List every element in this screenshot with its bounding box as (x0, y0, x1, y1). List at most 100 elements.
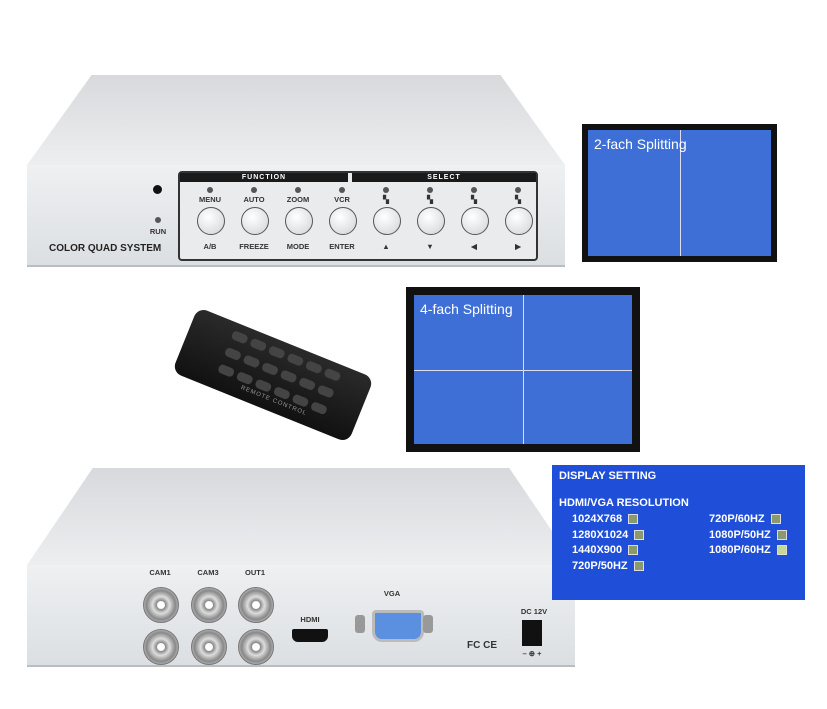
resolution-option[interactable]: 720P/50HZ (572, 559, 644, 575)
front-button[interactable] (285, 207, 313, 235)
bnc-connector (191, 587, 227, 623)
monitor-title: 2-fach Splitting (594, 136, 687, 152)
option-label: 1080P/60HZ (709, 544, 771, 556)
button-bottom-label: ENTER (329, 242, 355, 251)
vga-label: VGA (383, 589, 401, 598)
button-top-label: ▚ (427, 195, 433, 204)
screen: 4-fach Splitting (414, 295, 632, 444)
monitor-title: 4-fach Splitting (420, 301, 513, 317)
button-led (471, 187, 477, 193)
right-options: 720P/60HZ 1080P/50HZ 1080P/60HZ (709, 512, 787, 559)
hdmi-label: HDMI (300, 615, 320, 624)
front-button[interactable] (241, 207, 269, 235)
checkbox-icon[interactable] (770, 514, 781, 525)
resolution-option[interactable]: 1280X1024 (572, 528, 645, 544)
button-bottom-label: FREEZE (239, 242, 269, 251)
button-top-label: ▚ (471, 195, 477, 204)
front-button[interactable] (329, 207, 357, 235)
option-label: 1280X1024 (572, 528, 629, 541)
bnc-connector (143, 587, 179, 623)
checkbox-icon[interactable] (633, 560, 644, 571)
resolution-option[interactable]: 1080P/50HZ (709, 528, 787, 544)
button-bottom-label: ▶ (515, 242, 521, 251)
out1-label: OUT1 (244, 568, 265, 577)
bnc-connector (238, 587, 274, 623)
front-button[interactable] (197, 207, 225, 235)
function-header: FUNCTION (180, 173, 348, 182)
button-bottom-label: MODE (286, 242, 310, 251)
checkbox-icon[interactable] (776, 529, 787, 540)
button-top-label: MENU (198, 195, 222, 204)
resolution-option[interactable]: 1440X900 (572, 543, 644, 559)
button-top-label: VCR (334, 195, 350, 204)
left-options: 1024X768 1280X1024 1440X900 720P/50HZ (572, 512, 645, 575)
dc-label: DC 12V (520, 607, 548, 616)
button-led (515, 187, 521, 193)
bnc-connector (191, 629, 227, 665)
monitor-2-split: 2-fach Splitting (582, 124, 777, 262)
button-bottom-label: ▼ (426, 242, 434, 251)
checkbox-icon[interactable] (776, 545, 787, 556)
vga-screw (423, 615, 433, 633)
button-led (207, 187, 213, 193)
button-bottom-label: ◀ (471, 242, 477, 251)
cam3-label: CAM3 (197, 568, 219, 577)
resolution-option[interactable]: 1080P/60HZ (709, 543, 787, 559)
checkbox-icon[interactable] (634, 529, 645, 540)
option-label: 1440X900 (572, 544, 623, 556)
cam1-label: CAM1 (149, 568, 171, 577)
hdmi-port (292, 629, 328, 642)
option-label: 720P/60HZ (709, 513, 765, 525)
vga-port (372, 610, 424, 642)
remote-keys (213, 328, 363, 431)
front-unit-top (27, 75, 565, 165)
cert-marks: FC CE (467, 640, 497, 651)
model-label: COLOR QUAD SYSTEM (49, 243, 162, 254)
remote-control: REMOTE CONTROL (171, 306, 375, 444)
checkbox-icon[interactable] (628, 514, 639, 525)
display-setting-osd: DISPLAY SETTING HDMI/VGA RESOLUTION 1024… (552, 465, 805, 600)
button-led (295, 187, 301, 193)
control-panel: FUNCTION SELECT MENU A/B AUTO FREEZE ZOO… (178, 171, 538, 261)
screen: 2-fach Splitting (588, 130, 771, 256)
vga-screw (355, 615, 365, 633)
dc-jack (522, 620, 542, 646)
button-led (383, 187, 389, 193)
button-top-label: ▚ (383, 195, 389, 204)
button-top-label: ▚ (515, 195, 521, 204)
option-label: 1080P/50HZ (709, 528, 771, 541)
monitor-4-split: 4-fach Splitting (406, 287, 640, 452)
front-button[interactable] (417, 207, 445, 235)
front-button[interactable] (461, 207, 489, 235)
option-label: 1024X768 (572, 513, 623, 525)
dc-polarity: – ⊕ + (522, 649, 542, 658)
run-label: RUN (149, 227, 167, 236)
power-led (153, 185, 162, 194)
select-header: SELECT (352, 173, 536, 182)
checkbox-icon[interactable] (628, 545, 639, 556)
split-line-h (414, 369, 632, 371)
button-led (427, 187, 433, 193)
rear-unit: CAM1 CAM3 OUT1 HDMI VGA FC CE DC 12V – ⊕… (27, 468, 575, 668)
button-bottom-label: A/B (203, 242, 217, 251)
button-bottom-label: ▲ (382, 242, 390, 251)
resolution-option[interactable]: 720P/60HZ (709, 512, 787, 528)
resolution-option[interactable]: 1024X768 (572, 512, 644, 528)
front-unit-face: RUN COLOR QUAD SYSTEM FUNCTION SELECT ME… (27, 165, 565, 267)
button-top-label: ZOOM (286, 195, 310, 204)
button-top-label: AUTO (243, 195, 265, 204)
osd-title: DISPLAY SETTING (559, 470, 657, 482)
osd-subtitle: HDMI/VGA RESOLUTION (559, 497, 689, 509)
bnc-connector (238, 629, 274, 665)
run-led (155, 217, 161, 223)
bnc-connector (143, 629, 179, 665)
option-label: 720P/50HZ (572, 559, 628, 572)
button-led (251, 187, 257, 193)
front-unit: RUN COLOR QUAD SYSTEM FUNCTION SELECT ME… (27, 75, 565, 267)
front-button[interactable] (505, 207, 533, 235)
front-button[interactable] (373, 207, 401, 235)
rear-unit-face: CAM1 CAM3 OUT1 HDMI VGA FC CE DC 12V – ⊕… (27, 565, 575, 667)
rear-unit-top (27, 468, 575, 565)
button-led (339, 187, 345, 193)
split-line (679, 130, 681, 256)
